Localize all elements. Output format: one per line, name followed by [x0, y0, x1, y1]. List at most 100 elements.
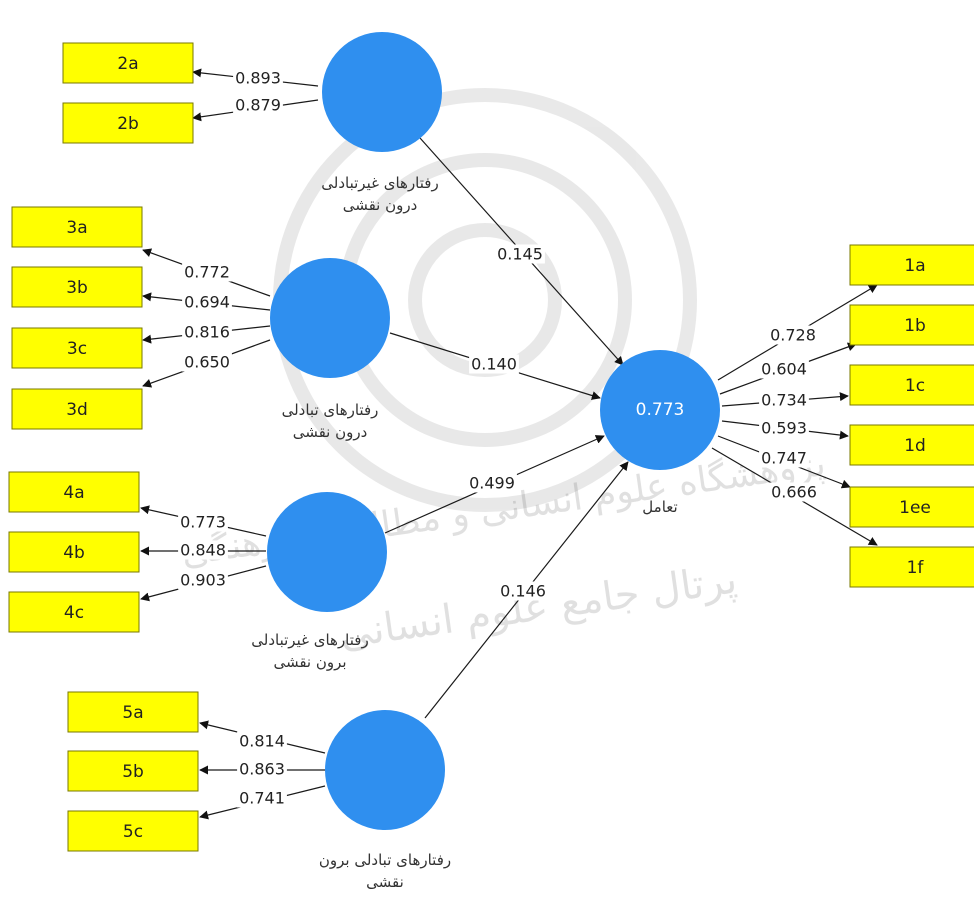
indicator-box-4c[interactable]	[8, 591, 140, 633]
indicator-box-3a[interactable]	[11, 206, 143, 248]
indicator-label-1b: 1b	[904, 316, 926, 336]
path-coefficient-c5-bg	[498, 581, 548, 601]
indicator-5c[interactable]: 5c	[67, 810, 199, 852]
construct-label-c3-0: رفتارهای تبادلی	[282, 401, 379, 419]
loading-value-1d: 0.593	[761, 419, 807, 438]
loading-value-1f: 0.666	[771, 483, 817, 502]
construct-c1[interactable]: 0.773	[600, 350, 720, 470]
loading-value-3d: 0.650	[184, 353, 230, 372]
indicator-2a[interactable]: 2a	[62, 42, 194, 84]
indicator-4b[interactable]: 4b	[8, 531, 140, 573]
loading-value-1d-bg	[759, 418, 809, 438]
path-coefficient-c4-bg	[467, 473, 517, 493]
loading-value-5a: 0.814	[239, 732, 285, 751]
construct-circle-c4[interactable]	[267, 492, 387, 612]
indicator-label-3a: 3a	[66, 218, 87, 238]
loading-value-4c-bg	[178, 570, 228, 590]
indicator-box-4b[interactable]	[8, 531, 140, 573]
indicator-label-5b: 5b	[122, 762, 144, 782]
indicator-box-4a[interactable]	[8, 471, 140, 513]
indicator-box-2a[interactable]	[62, 42, 194, 84]
indicator-box-1ee[interactable]	[849, 486, 974, 528]
construct-c4[interactable]	[267, 492, 387, 612]
indicator-box-1f[interactable]	[849, 546, 974, 588]
construct-label-c3-1: درون نقشی	[293, 423, 368, 441]
indicator-label-2b: 2b	[117, 114, 139, 134]
indicator-label-3d: 3d	[66, 400, 88, 420]
loading-value-1c-bg	[759, 390, 809, 410]
indicator-1a[interactable]: 1a	[849, 244, 974, 286]
indicator-4c[interactable]: 4c	[8, 591, 140, 633]
loading-value-4b-bg	[178, 540, 228, 560]
loading-value-5c-bg	[237, 788, 287, 808]
indicator-1f[interactable]: 1f	[849, 546, 974, 588]
indicator-1b[interactable]: 1b	[849, 304, 974, 346]
construct-c2[interactable]	[322, 32, 442, 152]
indicator-box-3c[interactable]	[11, 327, 143, 369]
loading-value-2b: 0.879	[235, 96, 281, 115]
indicator-box-1d[interactable]	[849, 424, 974, 466]
construct-circle-c1[interactable]	[600, 350, 720, 470]
construct-label-c4-1: برون نقشی	[273, 653, 346, 671]
indicator-box-1a[interactable]	[849, 244, 974, 286]
indicator-box-3d[interactable]	[11, 388, 143, 430]
indicator-label-4b: 4b	[63, 543, 85, 563]
construct-c5[interactable]	[325, 710, 445, 830]
loading-value-5c: 0.741	[239, 789, 285, 808]
loading-value-5b: 0.863	[239, 760, 285, 779]
loading-value-2a-bg	[233, 68, 283, 88]
construct-circle-c2[interactable]	[322, 32, 442, 152]
indicator-box-2b[interactable]	[62, 102, 194, 144]
indicator-box-3b[interactable]	[11, 266, 143, 308]
loading-value-4a-bg	[178, 512, 228, 532]
watermark-line-2: پرتال جامع علوم انسانی	[337, 556, 740, 657]
loading-value-1a: 0.728	[770, 326, 816, 345]
indicator-5a[interactable]: 5a	[67, 691, 199, 733]
indicator-label-1ee: 1ee	[899, 498, 931, 518]
indicator-3b[interactable]: 3b	[11, 266, 143, 308]
indicator-4a[interactable]: 4a	[8, 471, 140, 513]
loading-value-3b-bg	[182, 292, 232, 312]
indicator-label-1a: 1a	[904, 256, 925, 276]
indicator-label-1c: 1c	[905, 376, 925, 396]
indicator-1c[interactable]: 1c	[849, 364, 974, 406]
indicator-2b[interactable]: 2b	[62, 102, 194, 144]
construct-circle-c3[interactable]	[270, 258, 390, 378]
labels-layer: 0.1450.1400.4990.1460.8930.8790.7720.694…	[178, 68, 819, 891]
indicator-label-3b: 3b	[66, 278, 88, 298]
indicator-box-5a[interactable]	[67, 691, 199, 733]
indicator-box-1c[interactable]	[849, 364, 974, 406]
indicator-label-1f: 1f	[907, 558, 925, 578]
constructs-layer: 0.773	[267, 32, 720, 830]
loading-value-5a-bg	[237, 731, 287, 751]
loading-value-3b: 0.694	[184, 293, 230, 312]
loading-value-1b-bg	[759, 359, 809, 379]
indicator-box-1b[interactable]	[849, 304, 974, 346]
loading-value-1b: 0.604	[761, 360, 807, 379]
indicators-layer: 2a 2b 3a 3b 3c 3d 4a 4b 4c 5a 5b 5c 1a 1b 1c 1d 1ee 1f	[8, 42, 974, 852]
path-coefficient-c4: 0.499	[469, 474, 515, 493]
indicator-label-4a: 4a	[63, 483, 84, 503]
construct-label-c1-0: تعامل	[642, 498, 677, 516]
indicator-1ee[interactable]: 1ee	[849, 486, 974, 528]
path-coefficient-c2: 0.145	[497, 245, 543, 264]
indicator-box-5b[interactable]	[67, 750, 199, 792]
loading-value-1f-bg	[769, 482, 819, 502]
loading-value-4c: 0.903	[180, 571, 226, 590]
loading-value-3a: 0.772	[184, 263, 230, 282]
loading-value-3a-bg	[182, 262, 232, 282]
r-squared-value: 0.773	[636, 400, 685, 420]
indicator-1d[interactable]: 1d	[849, 424, 974, 466]
indicator-3d[interactable]: 3d	[11, 388, 143, 430]
loading-value-2b-bg	[233, 95, 283, 115]
indicator-3a[interactable]: 3a	[11, 206, 143, 248]
construct-c3[interactable]	[270, 258, 390, 378]
indicator-box-5c[interactable]	[67, 810, 199, 852]
path-coefficient-c3: 0.140	[471, 355, 517, 374]
loading-value-3c-bg	[182, 322, 232, 342]
construct-circle-c5[interactable]	[325, 710, 445, 830]
loading-value-4b: 0.848	[180, 541, 226, 560]
indicator-3c[interactable]: 3c	[11, 327, 143, 369]
indicator-5b[interactable]: 5b	[67, 750, 199, 792]
